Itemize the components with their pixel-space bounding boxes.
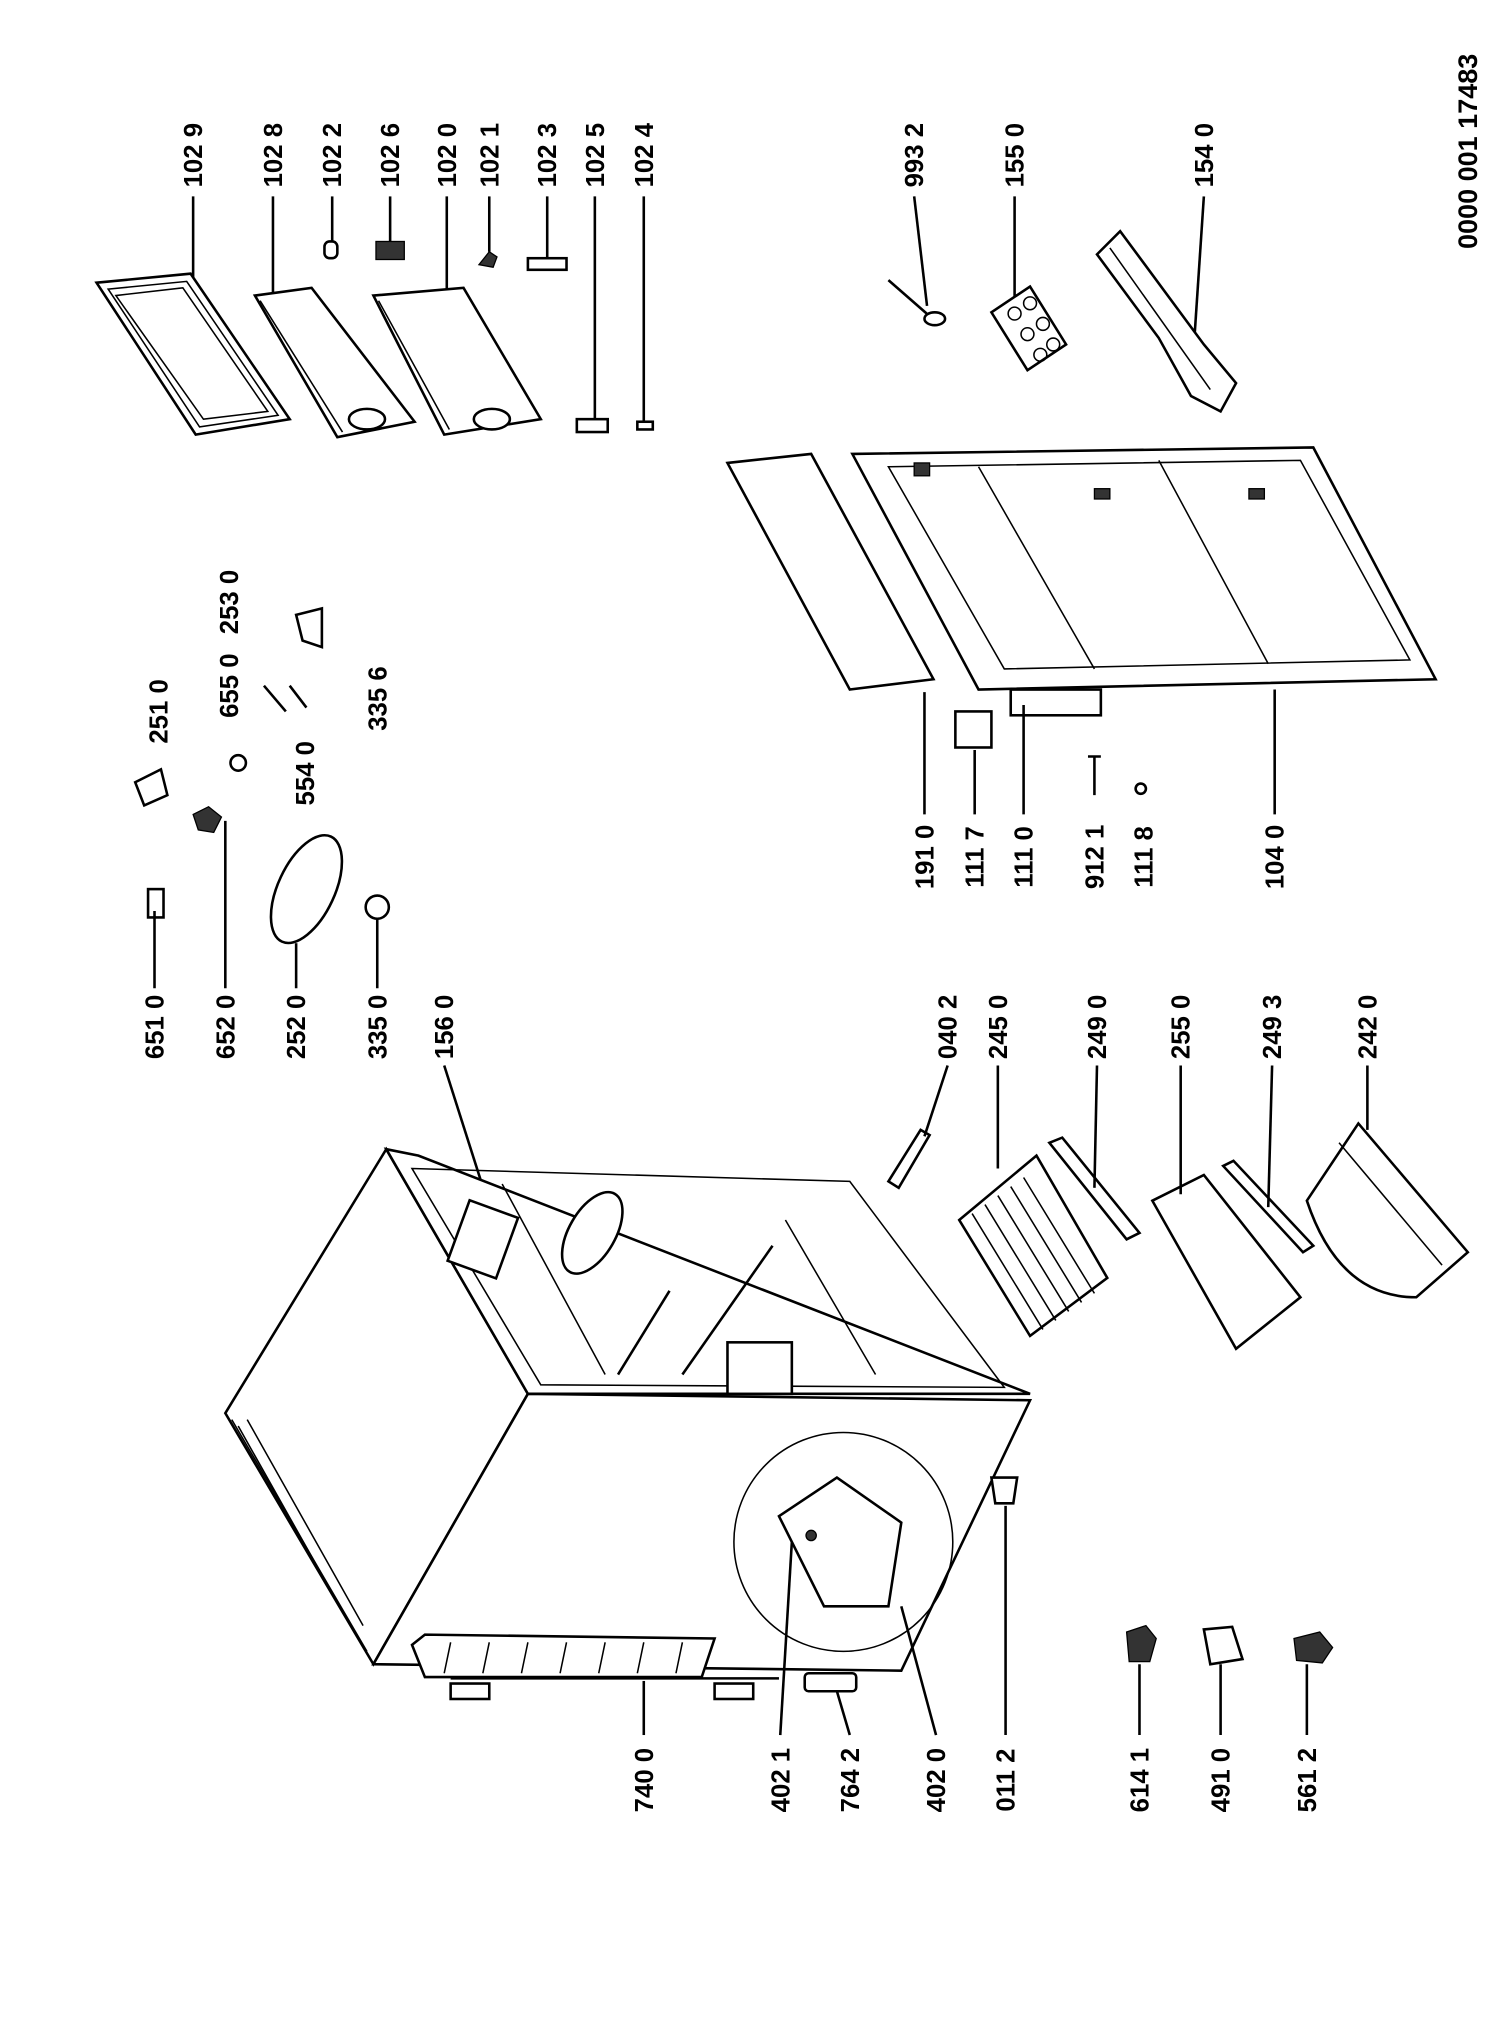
part-label-3356: 335 6	[364, 666, 392, 730]
part-label-1025: 102 5	[582, 123, 610, 187]
part-label-0112: 011 2	[993, 1749, 1021, 1812]
door-labels: 191 0 111 7 111 0 912 1 111 8 104 0	[911, 825, 1289, 889]
part-label-1040: 104 0	[1262, 825, 1290, 889]
part-label-0402: 040 2	[935, 995, 963, 1059]
part-label-1028: 102 8	[260, 123, 288, 187]
thermostat-5612	[1293, 1631, 1334, 1664]
part-label-1560: 156 0	[431, 995, 459, 1059]
part-label-2530: 253 0	[216, 570, 244, 634]
part-label-1110: 111 0	[1011, 826, 1039, 888]
part-label-1029: 102 9	[180, 123, 208, 187]
glass-shelf-1020	[371, 286, 543, 437]
part-label-7642: 764 2	[837, 1748, 865, 1812]
label-plate-1117	[954, 710, 993, 749]
part-label-1118: 111 8	[1130, 826, 1158, 888]
probe-9932	[887, 279, 947, 327]
shelf-labels: 040 2 245 0 249 0 255 0 249 3 242 0	[935, 995, 1383, 1059]
cover-4910	[1202, 1625, 1245, 1666]
screw-9121	[1087, 755, 1101, 796]
part-label-1020: 102 0	[434, 123, 462, 187]
part-label-1026: 102 6	[377, 123, 405, 187]
part-label-1550: 155 0	[1002, 123, 1030, 187]
document-code: 0000 001 17483	[1453, 54, 1483, 249]
drawer-2420	[1305, 1121, 1470, 1299]
glass-plate-2550	[1150, 1173, 1303, 1351]
part-label-2510: 251 0	[145, 679, 173, 743]
door-1040	[725, 446, 1438, 717]
tag-1024	[636, 420, 655, 431]
part-label-2450: 245 0	[985, 995, 1013, 1059]
label-1025	[575, 417, 610, 434]
part-label-9932: 993 2	[901, 123, 929, 187]
control-labels: 251 0 655 0 253 0 335 6 554 0 651 0 652 …	[142, 570, 460, 1059]
part-label-2493: 249 3	[1259, 995, 1287, 1059]
door-leader-lines	[923, 689, 1276, 815]
part-label-1021: 102 1	[476, 123, 504, 187]
part-label-1117: 111 7	[962, 826, 990, 888]
part-label-3350: 335 0	[364, 995, 392, 1059]
part-label-1540: 154 0	[1191, 123, 1219, 187]
part-label-2420: 242 0	[1354, 995, 1382, 1059]
part-label-2490: 249 0	[1084, 995, 1112, 1059]
bottom-leader-lines	[642, 1505, 1309, 1736]
cabinet	[223, 1146, 1033, 1672]
trim-2490	[1047, 1136, 1142, 1241]
part-label-6141: 614 1	[1126, 1748, 1154, 1812]
glass-shelf-1028	[252, 286, 417, 439]
part-label-1023: 102 3	[534, 123, 562, 187]
relay-6141	[1125, 1624, 1157, 1663]
top-leader-lines	[191, 196, 1206, 425]
strip-1023	[526, 256, 568, 272]
part-label-6550: 655 0	[216, 653, 244, 717]
top-labels: 102 9 102 8 102 2 102 6 102 0 102 1 102 …	[180, 122, 1219, 187]
hinge-0402	[886, 1128, 932, 1190]
condenser-7400	[410, 1633, 779, 1701]
part-label-1910: 191 0	[911, 825, 939, 889]
egg-tray-1550	[989, 284, 1068, 373]
part-label-2550: 255 0	[1168, 995, 1196, 1059]
filter-drier-7642	[803, 1671, 858, 1693]
part-label-6510: 651 0	[142, 995, 170, 1059]
clip-1021	[477, 250, 498, 268]
clip-1022	[323, 240, 339, 260]
foot-0112	[989, 1476, 1019, 1505]
shelf-leader-lines	[923, 1065, 1369, 1208]
part-label-5612: 561 2	[1294, 1748, 1322, 1812]
shelf-frame-1029	[94, 272, 292, 437]
part-label-9121: 912 1	[1081, 825, 1109, 889]
part-label-1022: 102 2	[319, 123, 347, 187]
bracket-1026	[375, 240, 405, 261]
part-label-7400: 740 0	[631, 1748, 659, 1812]
control-parts	[133, 606, 391, 945]
bottom-labels: 740 0 402 1 764 2 402 0 011 2 614 1 491 …	[631, 1748, 1322, 1812]
cap-1118	[1134, 782, 1148, 796]
part-label-4020: 402 0	[923, 1748, 951, 1812]
part-label-4910: 491 0	[1208, 1748, 1236, 1812]
part-label-6520: 652 0	[212, 995, 240, 1059]
part-label-1024: 102 4	[631, 122, 659, 187]
handle-1540	[1095, 229, 1238, 414]
part-label-5540: 554 0	[292, 741, 320, 805]
part-label-2520: 252 0	[283, 995, 311, 1059]
part-label-4021: 402 1	[767, 1748, 795, 1812]
wire-shelf-2450	[957, 1153, 1109, 1338]
